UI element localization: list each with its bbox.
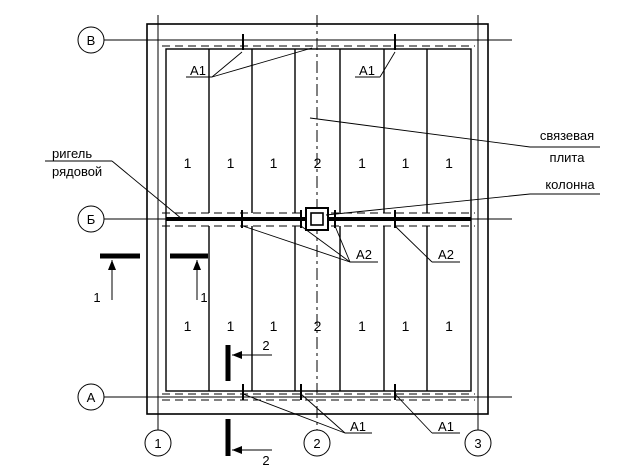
leader-a1-tr-1: [379, 51, 396, 78]
callout-a2-right: А2: [438, 247, 454, 262]
section-2-upper-arrowhead: [232, 351, 242, 359]
callout-a1-top-left: А1: [190, 63, 206, 78]
callout-a1-bottom-right: А1: [438, 419, 454, 434]
callout-girder-line-1: ригель: [52, 146, 92, 161]
callout-a1-top-right: А1: [359, 63, 375, 78]
axis-bubble-col-2: [303, 429, 331, 457]
axis-label-row-b: Б: [87, 212, 96, 227]
callout-tie-slab-line-2: плита: [550, 150, 586, 165]
leader-a1-bc-1: [242, 393, 346, 434]
slab-number-bottom-5: 1: [402, 318, 410, 334]
slab-number-top-6: 1: [445, 155, 453, 171]
axis-label-col-2: 2: [313, 436, 320, 451]
leader-a1-bc-2: [300, 393, 346, 434]
leader-a1-br: [394, 393, 433, 434]
callout-a2-center: А2: [356, 247, 372, 262]
slab-number-bottom-2: 1: [270, 318, 278, 334]
slab-number-top-0: 1: [184, 155, 192, 171]
leader-a2-r: [394, 225, 433, 263]
slab-number-bottom-4: 1: [358, 318, 366, 334]
slab-number-top-3: 2: [314, 155, 322, 171]
axis-bubble-row-v: [77, 26, 105, 54]
leader-a1-tl-1: [211, 51, 243, 78]
axis-label-row-a: А: [87, 390, 96, 405]
section-2-lower-label: 2: [262, 453, 269, 468]
axis-bubble-col-3: [464, 429, 492, 457]
girders-and-column: [166, 34, 471, 400]
axis-label-row-v: В: [87, 33, 96, 48]
section-1-right-label: 1: [200, 290, 207, 305]
slab-number-bottom-3: 2: [314, 318, 322, 334]
leader-a2-c-3: [334, 225, 351, 263]
leader-tie-slab: [309, 117, 531, 148]
callout-column: колонна: [545, 177, 595, 192]
section-2-lower-arrowhead: [232, 446, 242, 454]
axis-label-col-3: 3: [474, 436, 481, 451]
callout-girder-line-2: рядовой: [52, 164, 102, 179]
slab-number-top-4: 1: [358, 155, 366, 171]
slab-number-bottom-1: 1: [227, 318, 235, 334]
section-2-upper-label: 2: [262, 338, 269, 353]
callout-a1-bottom-center: А1: [350, 419, 366, 434]
section-1-left-label: 1: [93, 290, 100, 305]
axis-bubble-col-1: [144, 429, 172, 457]
outer-wall: [146, 23, 489, 415]
slab-number-bottom-6: 1: [445, 318, 453, 334]
slab-number-top-1: 1: [227, 155, 235, 171]
column-inner: [310, 212, 324, 226]
leader-a2-c-2: [300, 225, 351, 263]
leader-a1-tl-2: [211, 47, 313, 78]
leader-a2-c-1: [242, 225, 351, 263]
leader-girder: [111, 160, 183, 220]
axis-bubble-row-a: [77, 383, 105, 411]
axis-label-col-1: 1: [154, 436, 161, 451]
slab-number-bottom-0: 1: [184, 318, 192, 334]
slab-number-top-2: 1: [270, 155, 278, 171]
section-1-right-arrowhead: [193, 260, 201, 270]
section-1-left-arrowhead: [108, 260, 116, 270]
callout-tie-slab-line-1: связевая: [540, 128, 594, 143]
axis-bubble-row-b: [77, 205, 105, 233]
leader-column: [325, 193, 531, 216]
slab-number-top-5: 1: [402, 155, 410, 171]
